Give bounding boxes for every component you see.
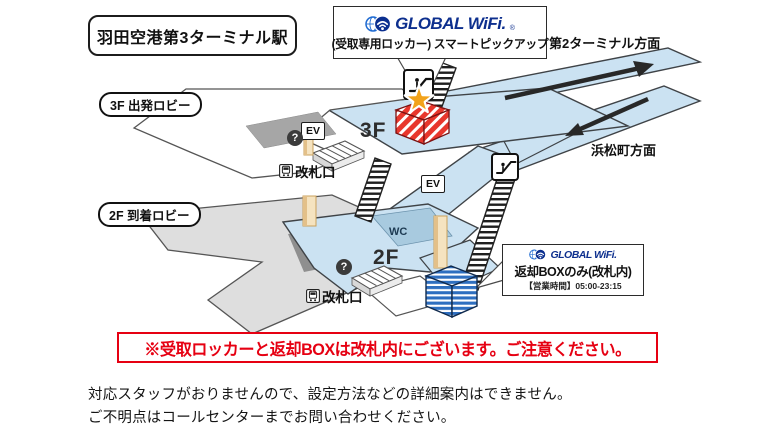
stairs-2f	[350, 265, 404, 297]
ticket-gate-2f: 改札口	[306, 286, 363, 306]
train-gate-icon	[306, 289, 320, 303]
gate-label: 改札口	[322, 290, 363, 305]
platform-3f	[319, 87, 631, 155]
pillar	[433, 215, 448, 269]
return-box	[424, 265, 479, 319]
registered-mark: ®	[509, 24, 515, 32]
pillar	[303, 137, 314, 156]
stairs-3f	[311, 140, 366, 172]
return-callout-hours: 【営業時間】05:00-23:15	[524, 281, 622, 291]
footer-notes: 対応スタッフがおりませんので、設定方法などの詳細案内はできません。 ご不明点はコ…	[88, 384, 572, 430]
pillar	[302, 195, 317, 227]
return-callout: GLOBAL WiFi. 返却BOXのみ(改札内) 【営業時間】05:00-23…	[502, 244, 644, 296]
arrow-to-hamamatsucho	[565, 96, 649, 136]
star-marker-icon	[403, 83, 435, 114]
pickup-locker-box	[394, 100, 451, 145]
floor-3f-label: 3F	[360, 119, 387, 142]
globalwifi-logo-icon	[365, 14, 392, 33]
station-title: 羽田空港第3ターミナル駅	[88, 15, 297, 56]
brand-row: GLOBAL WiFi.	[529, 248, 617, 261]
globalwifi-logo-icon	[529, 248, 547, 261]
escalator-band-3f-to-2f	[354, 157, 392, 223]
information-question-icon: ?	[336, 259, 352, 275]
warning-text: ※受取ロッカーと返却BOXは改札内にございます。ご注意ください。	[144, 340, 631, 359]
station-title-text: 羽田空港第3ターミナル駅	[97, 29, 288, 47]
elevator-2f-label: EV	[421, 175, 445, 193]
elevator-3f-label: EV	[301, 122, 325, 140]
pickup-callout: GLOBAL WiFi. ® (受取専用ロッカー) スマートピックアップ	[331, 6, 549, 59]
brand-row: GLOBAL WiFi. ®	[365, 14, 515, 34]
train-gate-icon	[279, 164, 293, 178]
pickup-callout-label: (受取専用ロッカー) スマートピックアップ	[331, 36, 549, 51]
direction-terminal2: 第2ターミナル方面	[549, 36, 661, 51]
ticket-gate-3f: 改札口	[279, 161, 336, 181]
return-callout-label: 返却BOXのみ(改札内)	[514, 265, 632, 279]
lobby-3f-pill: 3F 出発ロビー	[99, 92, 202, 117]
direction-hamamatsucho: 浜松町方面	[591, 143, 657, 158]
lobby-2f-pill: 2F 到着ロビー	[98, 202, 201, 227]
floor-2f-label: 2F	[373, 246, 400, 269]
brand-text: GLOBAL WiFi.	[395, 13, 506, 33]
note-line-2: ご不明点はコールセンターまでお問い合わせください。	[88, 410, 456, 426]
brand-text: GLOBAL WiFi.	[550, 248, 617, 261]
escalator-icon	[491, 153, 519, 181]
wc-area	[371, 207, 453, 247]
warning-banner: ※受取ロッカーと返却BOXは改札内にございます。ご注意ください。	[117, 332, 658, 363]
arrow-to-terminal2	[504, 61, 654, 101]
information-question-icon: ?	[287, 130, 303, 146]
gate-label: 改札口	[295, 165, 336, 180]
wc-label: WC	[389, 226, 408, 238]
note-line-1: 対応スタッフがおりませんので、設定方法などの詳細案内はできません。	[88, 387, 572, 403]
